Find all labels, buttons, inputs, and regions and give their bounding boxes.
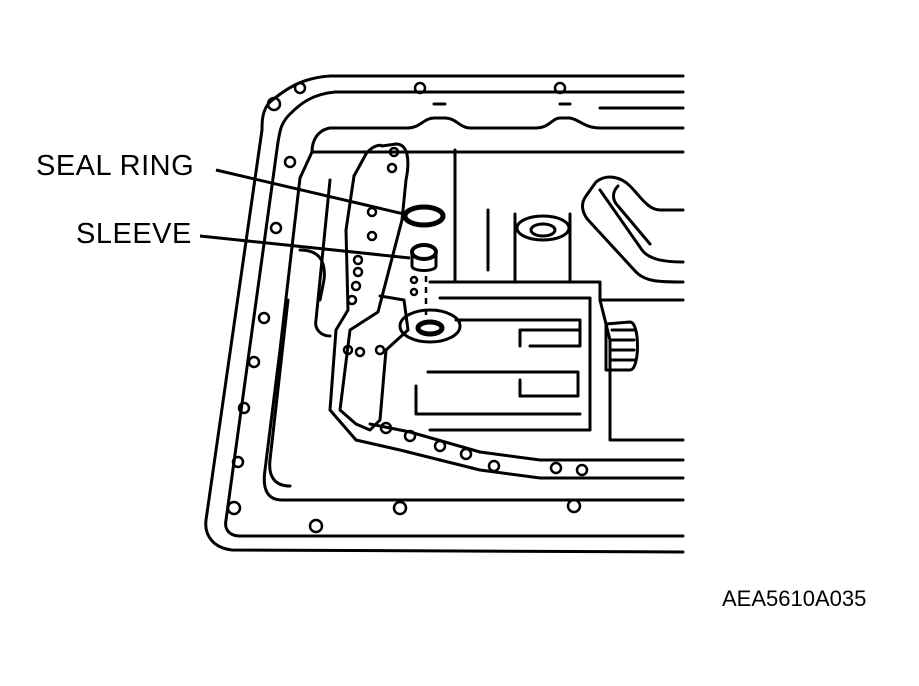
seal-ring-part — [402, 204, 446, 228]
seal-ring-callout: SEAL RING — [36, 150, 195, 182]
pan-inner-flange — [224, 90, 685, 538]
right-boss — [581, 175, 685, 284]
seal-ring-leader — [215, 168, 405, 216]
sleeve-callout: SLEEVE — [76, 218, 192, 250]
figure-code: AEA5610A035 — [722, 586, 867, 611]
side-pad — [604, 320, 639, 372]
top-wall — [298, 116, 685, 180]
lower-gasket — [354, 438, 685, 480]
sleeve-leader — [199, 234, 411, 260]
sleeve-bore — [398, 308, 462, 344]
gasket-strip — [338, 142, 410, 432]
sleeve-part — [410, 243, 438, 272]
